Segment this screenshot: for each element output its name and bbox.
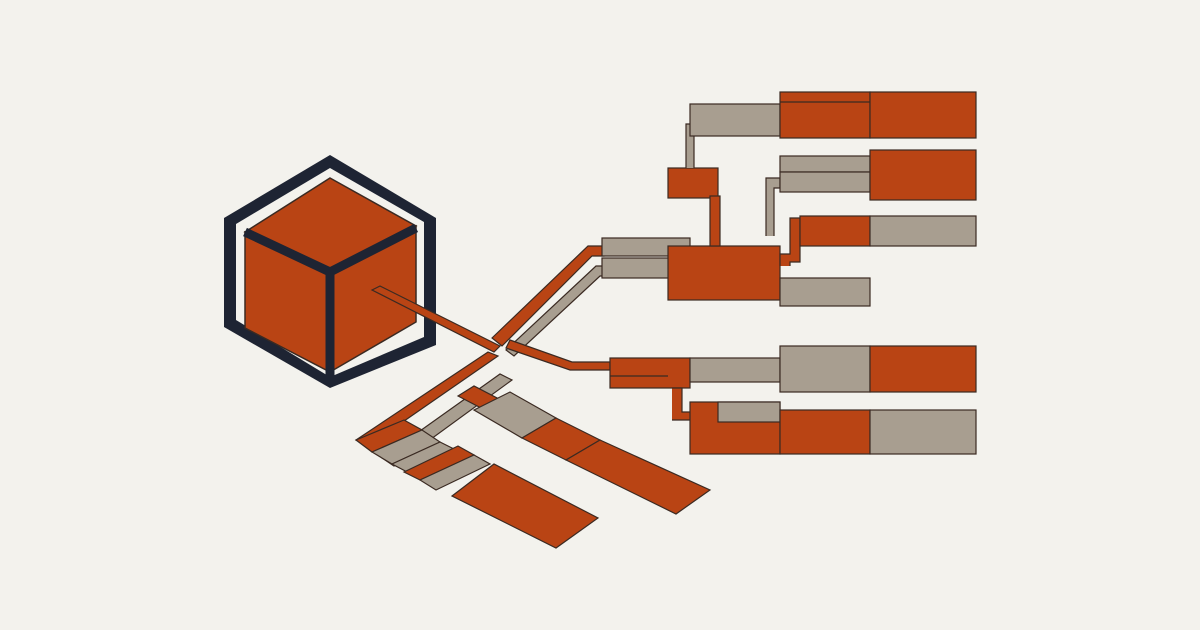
row-2-gray-bottom bbox=[779, 171, 871, 193]
row-4-gray-a bbox=[689, 357, 781, 383]
riser-block bbox=[667, 167, 719, 199]
top-connector-bar bbox=[689, 103, 781, 137]
side-connector-gray bbox=[765, 177, 781, 236]
block-bars-icon bbox=[609, 91, 977, 455]
row-4-orange bbox=[869, 345, 977, 393]
hub-block bbox=[667, 245, 781, 301]
cube-exit-pipe bbox=[370, 285, 502, 353]
row-5-orange-b bbox=[779, 409, 871, 455]
side-connector-orange bbox=[779, 217, 801, 266]
upper-branch bbox=[601, 103, 871, 307]
strip-b-segment-3 bbox=[418, 454, 492, 491]
row-3-orange bbox=[799, 215, 871, 247]
row-4-orange-small bbox=[609, 357, 691, 389]
row-3-gray bbox=[869, 215, 977, 247]
strip-b-end-orange bbox=[450, 463, 600, 549]
junction-gray-bottom bbox=[601, 257, 671, 279]
strip-c-end-orange bbox=[564, 439, 712, 515]
lower-left-strips bbox=[354, 385, 712, 549]
mid-right-pipe bbox=[505, 339, 611, 371]
row-2-gray-top bbox=[779, 155, 871, 173]
riser-stem bbox=[709, 195, 721, 247]
isometric-cube-icon bbox=[224, 155, 436, 388]
row-1-orange-right bbox=[869, 91, 977, 139]
row-5-connector bbox=[672, 387, 693, 421]
row-4-gray-b bbox=[779, 345, 871, 393]
row-1-orange-left bbox=[779, 91, 871, 139]
hub-gray-tail bbox=[779, 277, 871, 307]
row-2-orange bbox=[869, 149, 977, 201]
row-5-gray bbox=[869, 409, 977, 455]
upper-branch-pipe bbox=[491, 245, 605, 347]
row-5-gray-inset bbox=[717, 401, 781, 423]
